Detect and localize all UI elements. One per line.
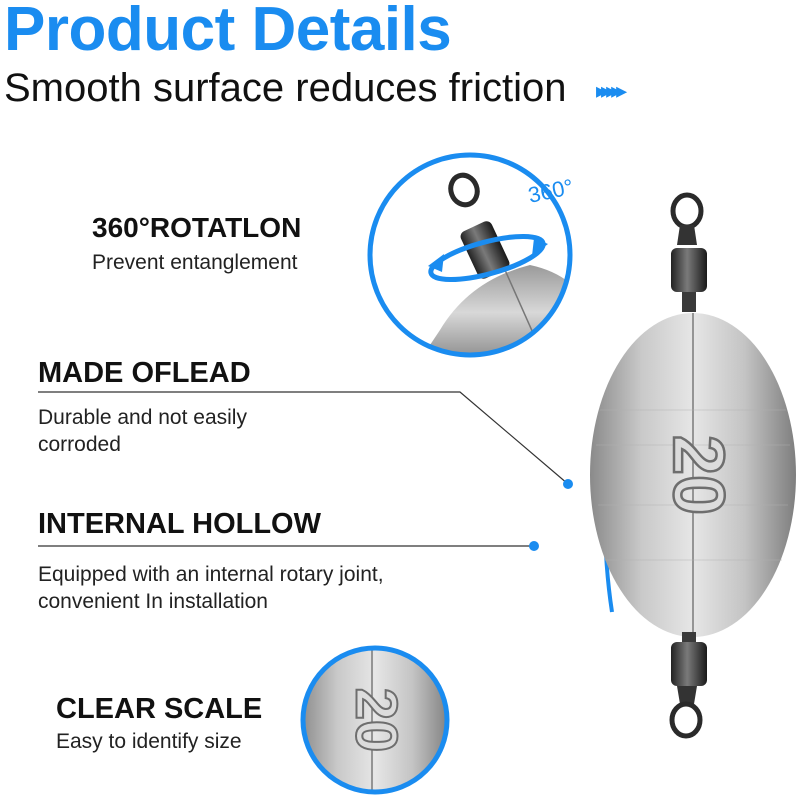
feature-lead-desc-line1: Durable and not easily: [38, 406, 247, 429]
leader-line-hollow: [38, 541, 539, 551]
leader-line-lead: [38, 391, 573, 489]
feature-lead-title: MADE OFLEAD: [38, 357, 251, 389]
detail-circle-scale: 20: [300, 645, 450, 795]
feature-scale-desc: Easy to identify size: [56, 730, 242, 753]
page-subtitle: Smooth surface reduces friction: [4, 66, 567, 110]
detail-circle-rotation: 360°: [367, 152, 576, 358]
feature-scale-title: CLEAR SCALE: [56, 693, 263, 725]
swivel-top: [670, 192, 707, 312]
weight-mark-main: 20: [658, 435, 738, 515]
weight-mark-zoom: 20: [344, 688, 409, 753]
swivel-bottom: [669, 632, 707, 739]
page-title: Product Details: [4, 0, 452, 64]
feature-lead-desc-line2: corroded: [38, 433, 121, 456]
feature-hollow-desc-line2: convenient In installation: [38, 590, 268, 613]
feature-hollow-title: INTERNAL HOLLOW: [38, 508, 321, 540]
feature-rotation-title: 360°ROTATLON: [92, 212, 302, 243]
feature-hollow-desc-line1: Equipped with an internal rotary joint,: [38, 563, 384, 586]
sinker-main: 20: [590, 313, 796, 637]
feature-rotation-desc: Prevent entanglement: [92, 251, 298, 274]
